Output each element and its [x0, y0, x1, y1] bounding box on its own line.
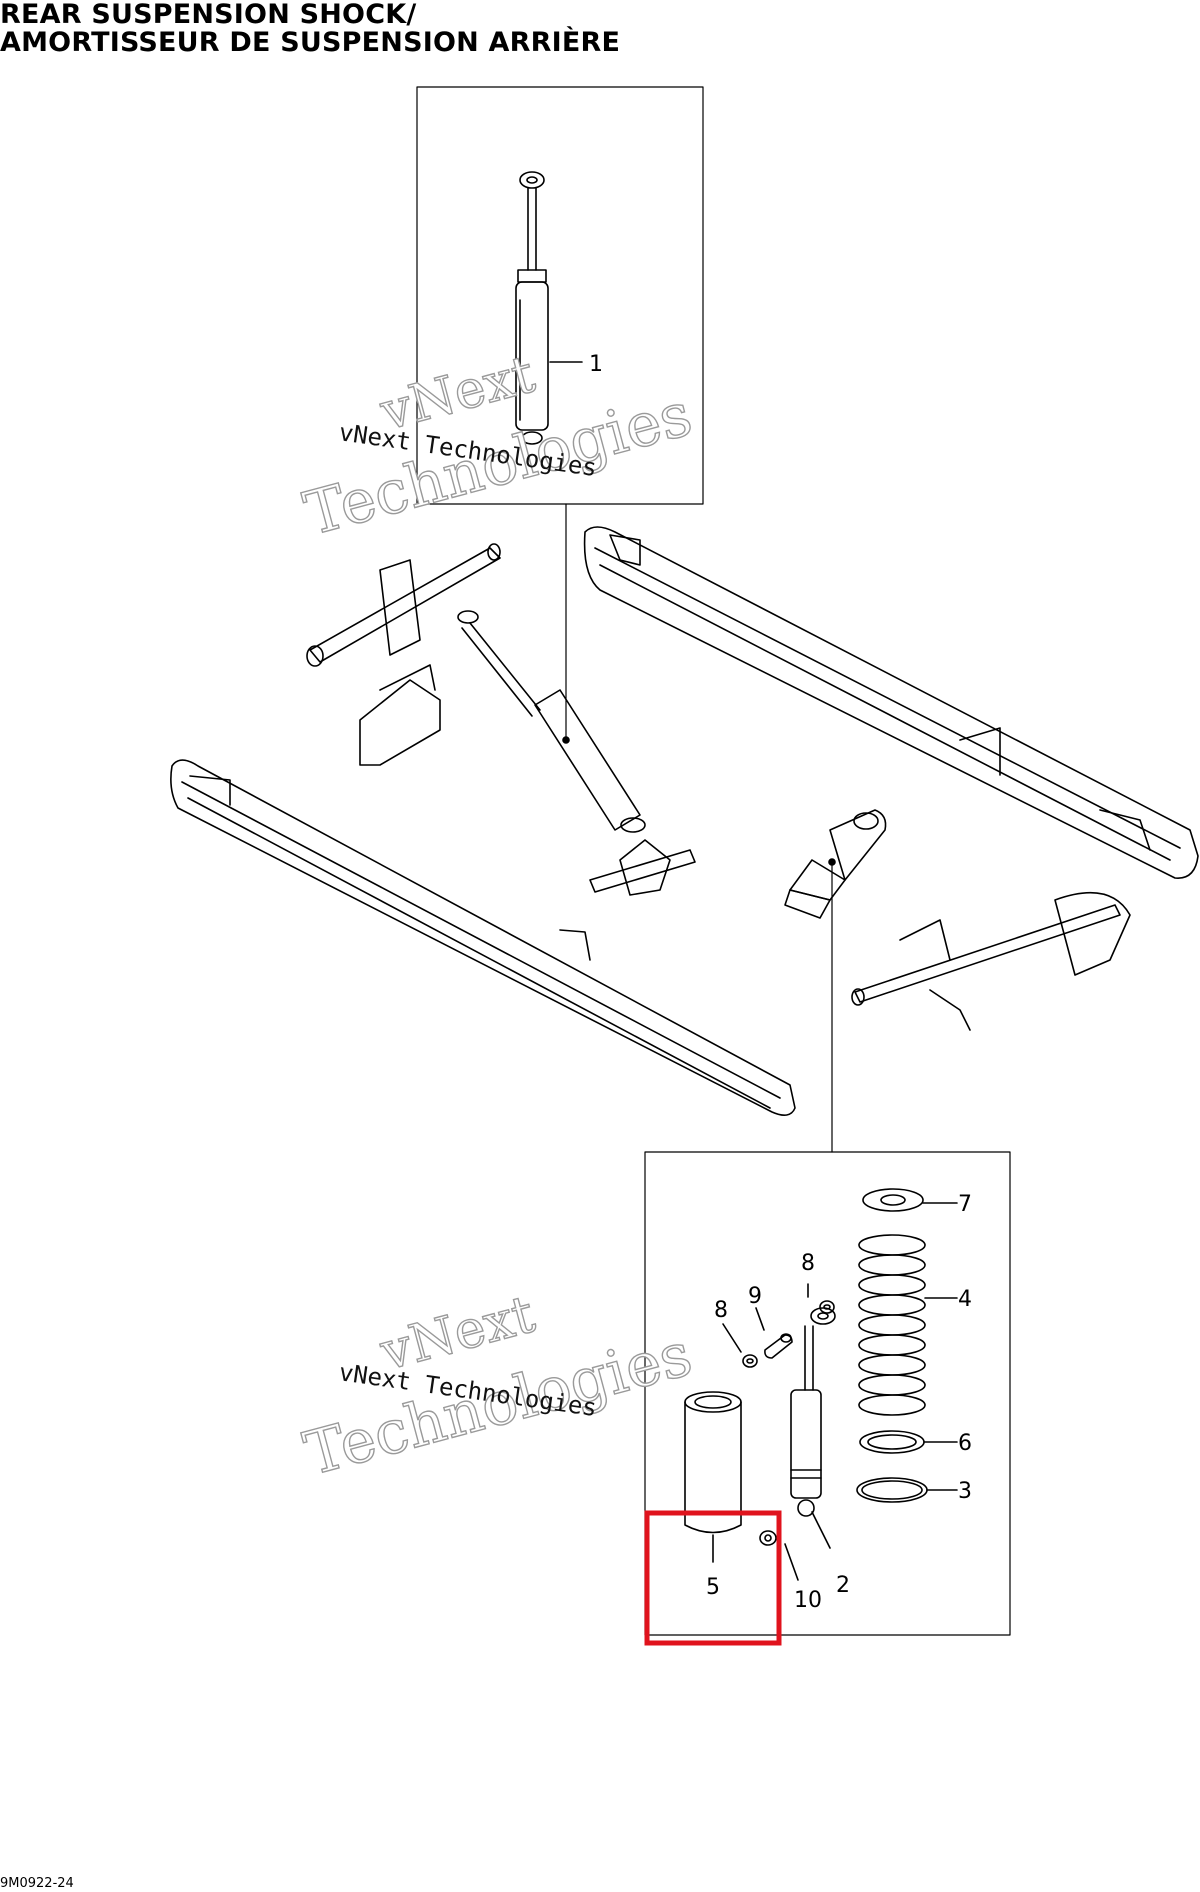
cover-part-5[interactable]: [684, 1391, 742, 1534]
callout-6[interactable]: 6: [958, 1431, 972, 1456]
spring-part-4[interactable]: [858, 1234, 926, 1416]
callout-9[interactable]: 9: [748, 1284, 762, 1309]
right-slide-rail: [583, 526, 1199, 879]
callout-8-right[interactable]: 8: [801, 1251, 815, 1276]
ring-part-6[interactable]: [859, 1430, 925, 1454]
leader-line-8a: [722, 1323, 742, 1353]
leader-line-9: [755, 1307, 765, 1331]
front-shock-part-1[interactable]: [515, 171, 549, 445]
rear-shock-detail-box: [644, 1151, 1011, 1636]
washer-part-3[interactable]: [856, 1477, 928, 1503]
callout-7[interactable]: 7: [958, 1192, 972, 1217]
bushing-part-8-upper[interactable]: [819, 1300, 835, 1314]
highlight-part-5-box: [644, 1510, 782, 1646]
front-arm-assembly: [306, 543, 501, 766]
pin-part-9[interactable]: [764, 1333, 793, 1359]
callout-5[interactable]: 5: [706, 1575, 720, 1600]
leader-line-10: [784, 1543, 799, 1581]
rear-shock-installed: [784, 809, 887, 919]
shock-absorber-part-2[interactable]: [790, 1307, 836, 1517]
callout-4[interactable]: 4: [958, 1287, 972, 1312]
diagram-title-en: REAR SUSPENSION SHOCK/: [0, 0, 417, 30]
callout-1[interactable]: 1: [589, 352, 603, 377]
lower-bracket: [589, 839, 696, 896]
callout-8-left[interactable]: 8: [714, 1298, 728, 1323]
bushing-part-10[interactable]: [759, 1530, 777, 1546]
front-shock-installed: [457, 610, 646, 833]
diagram-title-fr: AMORTISSEUR DE SUSPENSION ARRIÈRE: [0, 27, 621, 58]
figure-code: 9M0922-24: [0, 1876, 74, 1891]
callout-2[interactable]: 2: [836, 1573, 850, 1598]
front-shock-detail-box: [416, 86, 704, 505]
leader-line-2: [811, 1511, 831, 1549]
callout-3[interactable]: 3: [958, 1479, 972, 1504]
spring-retainer-part-7[interactable]: [862, 1188, 924, 1212]
bushing-part-8-lower[interactable]: [742, 1354, 758, 1368]
callout-10[interactable]: 10: [794, 1588, 822, 1613]
left-slide-rail: [170, 759, 796, 1116]
rear-arm-assembly: [851, 892, 1131, 1031]
